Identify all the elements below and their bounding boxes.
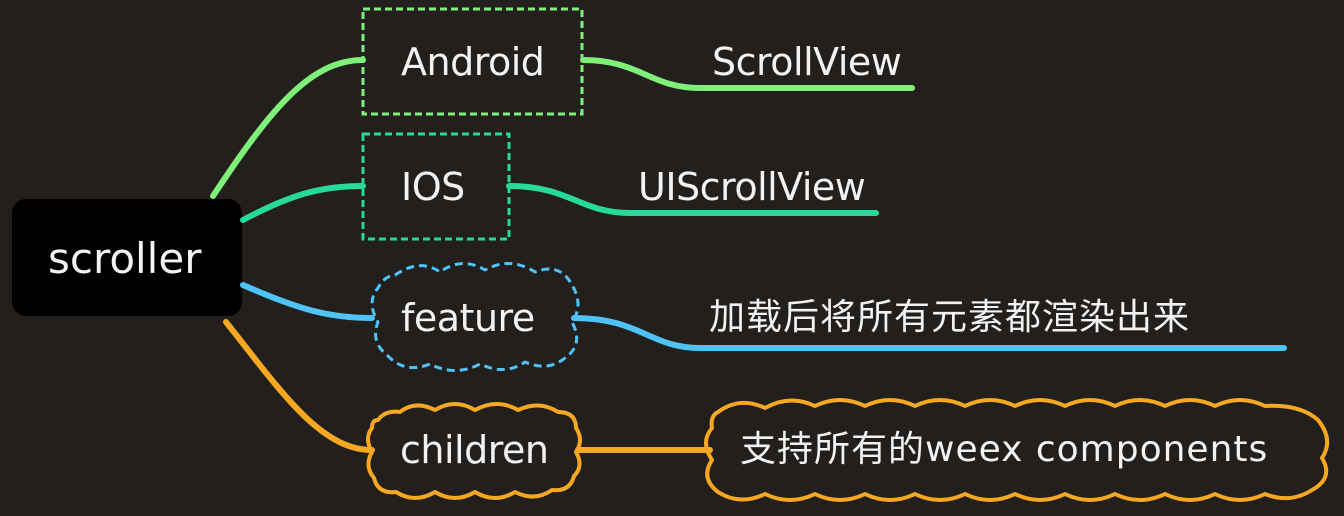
feature-leaf-label: 加载后将所有元素都渲染出来 <box>709 297 1191 338</box>
connector-feature-leaf <box>571 315 1287 351</box>
children-leaf-label: 支持所有的weex components <box>740 429 1269 470</box>
ios-leaf-label: UIScrollView <box>638 165 866 209</box>
children-leaf-cloud[interactable] <box>704 398 1330 502</box>
connector-ios-leaf <box>506 183 879 216</box>
connector-ios <box>240 183 366 223</box>
feature-node-cloud[interactable] <box>370 262 580 372</box>
android-node-box[interactable] <box>361 7 584 116</box>
connector-android-leaf <box>580 57 915 91</box>
connector-android <box>210 57 366 199</box>
android-leaf-label: ScrollView <box>712 40 902 84</box>
connector-children <box>223 319 375 453</box>
root-label: scroller <box>48 234 202 283</box>
ios-node-box[interactable] <box>361 132 511 241</box>
feature-label: feature <box>401 296 535 340</box>
connector-feature <box>240 282 375 321</box>
children-node-cloud[interactable] <box>366 402 582 500</box>
ios-label: IOS <box>401 165 465 209</box>
android-label: Android <box>401 40 545 84</box>
children-label: children <box>400 428 549 472</box>
root-node-box[interactable] <box>12 199 242 316</box>
